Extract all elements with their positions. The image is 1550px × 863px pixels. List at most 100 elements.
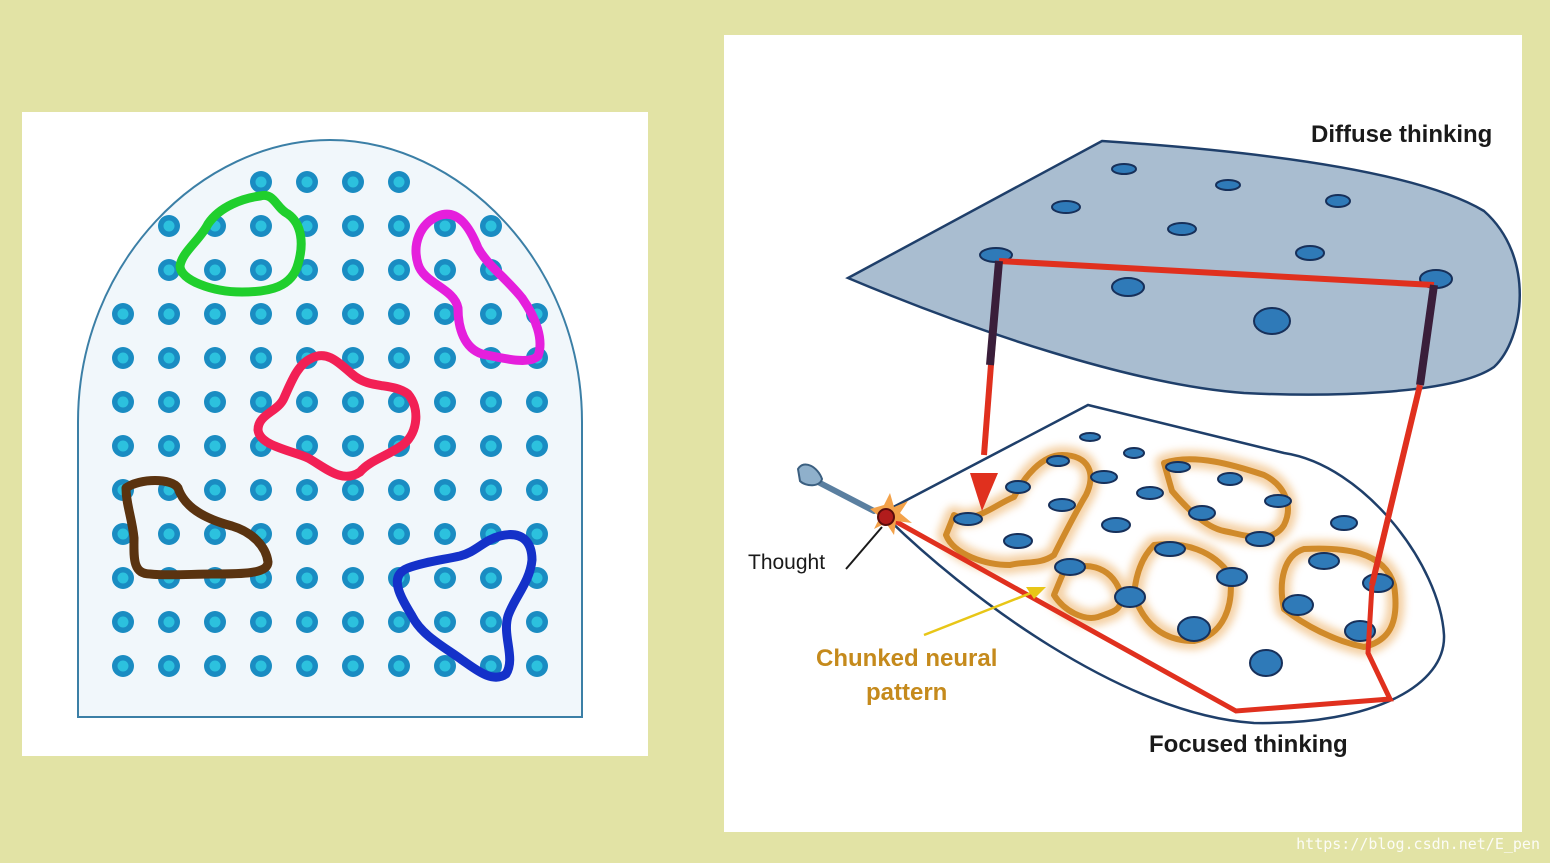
neuron-dot-core bbox=[485, 440, 497, 452]
left-panel bbox=[22, 112, 648, 756]
neuron-dot-core bbox=[393, 308, 405, 320]
neuron-dot-core bbox=[531, 572, 543, 584]
neuron-dot-core bbox=[255, 352, 267, 364]
neuron-dot-core bbox=[439, 528, 451, 540]
chunk-outline-green bbox=[175, 190, 306, 297]
neuron-dot-core bbox=[301, 528, 313, 540]
neuron-dot-core bbox=[531, 484, 543, 496]
neuron bbox=[1165, 461, 1191, 473]
diffuse-plane bbox=[845, 139, 1521, 396]
neuron-dot-core bbox=[439, 660, 451, 672]
neuron bbox=[1051, 200, 1081, 214]
neuron-dot-core bbox=[117, 660, 129, 672]
neuron bbox=[1253, 307, 1291, 335]
neuron bbox=[1111, 277, 1145, 297]
neuron-dot-core bbox=[439, 396, 451, 408]
neuron-dot-core bbox=[393, 220, 405, 232]
dot-grid-diagram bbox=[77, 138, 583, 718]
neuron-dot-core bbox=[117, 352, 129, 364]
neuron-dot-core bbox=[439, 572, 451, 584]
neuron-dot-core bbox=[393, 528, 405, 540]
neuron-dot-core bbox=[301, 484, 313, 496]
neuron bbox=[1114, 586, 1146, 608]
chunk-pointer bbox=[923, 589, 1037, 637]
neuron-dot-core bbox=[255, 396, 267, 408]
neuron-dot-core bbox=[301, 220, 313, 232]
right-panel: Diffuse thinking Focused thinking Though… bbox=[724, 35, 1522, 832]
neuron-dot-core bbox=[347, 264, 359, 276]
neuron-dot-core bbox=[347, 528, 359, 540]
dart-icon bbox=[796, 463, 912, 535]
neuron-dot-core bbox=[117, 616, 129, 628]
neuron bbox=[1295, 245, 1325, 261]
neuron-dot-core bbox=[163, 440, 175, 452]
neuron bbox=[1177, 616, 1211, 642]
neuron-dot-core bbox=[209, 308, 221, 320]
neuron bbox=[1282, 594, 1314, 616]
neuron bbox=[1123, 447, 1145, 459]
neuron bbox=[1054, 558, 1086, 576]
neuron-dot-core bbox=[531, 528, 543, 540]
neuron bbox=[1154, 541, 1186, 557]
neuron-dot-core bbox=[531, 440, 543, 452]
neuron-dot-core bbox=[485, 660, 497, 672]
neuron bbox=[1090, 470, 1118, 484]
neuron-dot-core bbox=[209, 660, 221, 672]
neuron-dot-core bbox=[209, 528, 221, 540]
neuron-dot-core bbox=[439, 264, 451, 276]
neuron-dot-core bbox=[485, 616, 497, 628]
focused-neurons bbox=[953, 432, 1394, 677]
neuron-dot-core bbox=[301, 396, 313, 408]
neuron bbox=[1136, 486, 1164, 500]
neuron-dot-core bbox=[347, 220, 359, 232]
thought-path bbox=[882, 258, 1438, 714]
neuron bbox=[1167, 222, 1197, 236]
neuron-dot-core bbox=[347, 440, 359, 452]
neuron bbox=[1264, 494, 1292, 508]
neuron-dot-core bbox=[347, 308, 359, 320]
neuron-dot-core bbox=[393, 264, 405, 276]
neuron-dot-core bbox=[255, 484, 267, 496]
neuron-dot-core bbox=[163, 660, 175, 672]
thought-spark-icon bbox=[877, 508, 895, 526]
neuron-dot-core bbox=[209, 484, 221, 496]
neuron-dot-core bbox=[393, 176, 405, 188]
neuron-dot-core bbox=[485, 308, 497, 320]
thought-label: Thought bbox=[748, 551, 826, 574]
neuron bbox=[1308, 552, 1340, 570]
neuron-dot-core bbox=[255, 176, 267, 188]
neuron-dot-core bbox=[439, 308, 451, 320]
neuron bbox=[1101, 517, 1131, 533]
chunk-label-line1: Chunked neural bbox=[816, 645, 998, 672]
neuron-dot-core bbox=[117, 396, 129, 408]
neuron-dot-core bbox=[439, 220, 451, 232]
neuron-dot-core bbox=[255, 616, 267, 628]
neuron-dot-core bbox=[209, 396, 221, 408]
neuron bbox=[1046, 455, 1070, 467]
neuron-dot-core bbox=[439, 616, 451, 628]
neuron-dot-core bbox=[347, 484, 359, 496]
neuron-dot-core bbox=[301, 616, 313, 628]
neuron-dot-core bbox=[163, 220, 175, 232]
neuron bbox=[1079, 432, 1101, 442]
neuron bbox=[1217, 472, 1243, 486]
chunk-outline-magenta bbox=[411, 209, 545, 365]
chunked-neural-pattern-label: Chunked neural pattern bbox=[816, 642, 997, 710]
diffuse-thinking-label: Diffuse thinking bbox=[1311, 121, 1493, 148]
chunk-label-line2: pattern bbox=[866, 679, 948, 706]
neuron-dot-core bbox=[531, 660, 543, 672]
neuron-dot-core bbox=[301, 440, 313, 452]
neuron-dot-core bbox=[531, 616, 543, 628]
neuron-dot-core bbox=[347, 572, 359, 584]
neuron-dot-core bbox=[209, 264, 221, 276]
chunk-outline-red bbox=[253, 351, 421, 481]
neuron bbox=[1216, 567, 1248, 587]
arrow-head bbox=[970, 473, 998, 511]
chunk-outline-brown bbox=[121, 476, 273, 580]
watermark: https://blog.csdn.net/E_pen bbox=[1296, 835, 1540, 853]
neuron bbox=[1003, 533, 1033, 549]
neuron bbox=[1249, 649, 1283, 677]
neuron-dot-core bbox=[163, 528, 175, 540]
neuron-dot-core bbox=[393, 616, 405, 628]
neuron-dot-core bbox=[531, 396, 543, 408]
